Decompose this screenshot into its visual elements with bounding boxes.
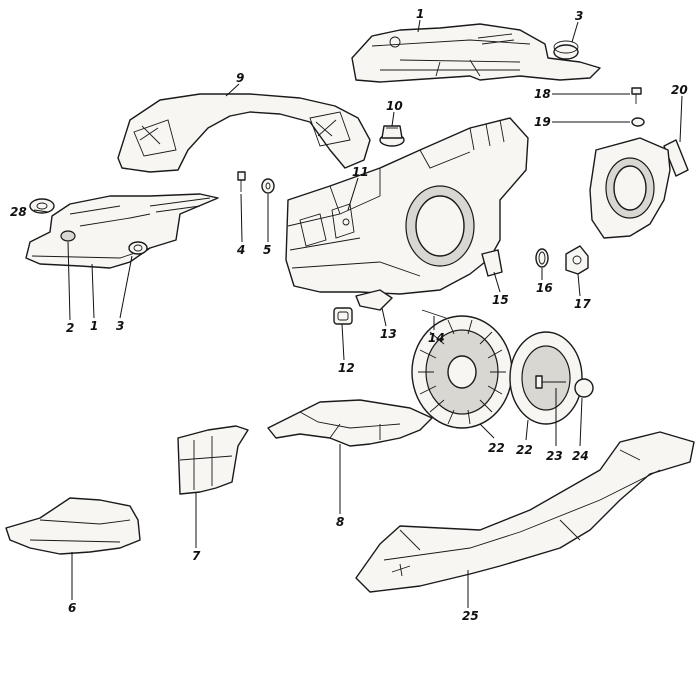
callout-13: 13 [380, 327, 397, 341]
part-6-lower-left-plate [5, 497, 141, 555]
callout-11: 11 [352, 165, 369, 179]
part-23-bolt [535, 375, 566, 389]
part-1-upper-cover [351, 23, 601, 83]
part-15-bracket [481, 249, 503, 277]
callout-14: 14 [428, 331, 445, 345]
callout-22-plate: 22 [516, 443, 533, 457]
part-13-clamp [355, 289, 393, 311]
callout-20: 20 [671, 83, 688, 97]
callout-10: 10 [386, 99, 403, 113]
part-16-ring [535, 248, 549, 268]
part-10-cap [379, 125, 405, 147]
part-22-cover-plate [509, 331, 583, 425]
part-17-hub [565, 245, 589, 275]
part-24-nut [574, 378, 594, 398]
part-3-grommet-top [553, 40, 579, 60]
callout-16: 16 [536, 281, 553, 295]
callout-15: 15 [492, 293, 509, 307]
callout-24: 24 [572, 449, 589, 463]
part-9-arched-cover [117, 93, 371, 173]
callout-25: 25 [462, 609, 479, 623]
part-14-pin [421, 309, 447, 319]
callout-9: 9 [236, 71, 244, 85]
part-4-screw [237, 171, 246, 192]
callout-6: 6 [68, 601, 76, 615]
part-19-washer [631, 117, 645, 127]
part-1-left-cover [25, 193, 219, 269]
callout-12: 12 [338, 361, 355, 375]
callout-2: 2 [66, 321, 74, 335]
callout-19: 19 [534, 115, 551, 129]
part-2-plug [60, 230, 76, 242]
callout-3-left: 3 [116, 319, 124, 333]
part-25-long-tray [355, 431, 695, 593]
callout-18: 18 [534, 87, 551, 101]
callout-1-left: 1 [90, 319, 98, 333]
callout-28: 28 [10, 205, 27, 219]
callout-23: 23 [546, 449, 563, 463]
callout-8: 8 [336, 515, 344, 529]
part-5-washer [261, 178, 275, 194]
part-11-fan-housing [285, 117, 529, 295]
leader-lines [33, 19, 683, 608]
callout-22-fan: 22 [488, 441, 505, 455]
callout-4: 4 [236, 243, 245, 257]
callout-1-top: 1 [416, 7, 424, 21]
part-8-lower-plate [267, 399, 433, 447]
callout-labels: 1 3 9 10 18 19 20 11 28 4 5 2 1 3 15 16 … [10, 7, 688, 623]
part-22-fan-wheel [411, 315, 513, 429]
part-20-clip [663, 139, 689, 177]
part-18-bolt [631, 87, 642, 104]
part-3-grommet-left [128, 241, 148, 255]
callout-5: 5 [263, 243, 271, 257]
callout-3-top: 3 [575, 9, 583, 23]
callout-17: 17 [574, 297, 591, 311]
part-7-side-panel [177, 425, 249, 495]
right-back-plate [589, 137, 671, 239]
part-28-gasket [29, 198, 55, 214]
part-12-seal [333, 307, 353, 325]
callout-7: 7 [192, 549, 201, 563]
